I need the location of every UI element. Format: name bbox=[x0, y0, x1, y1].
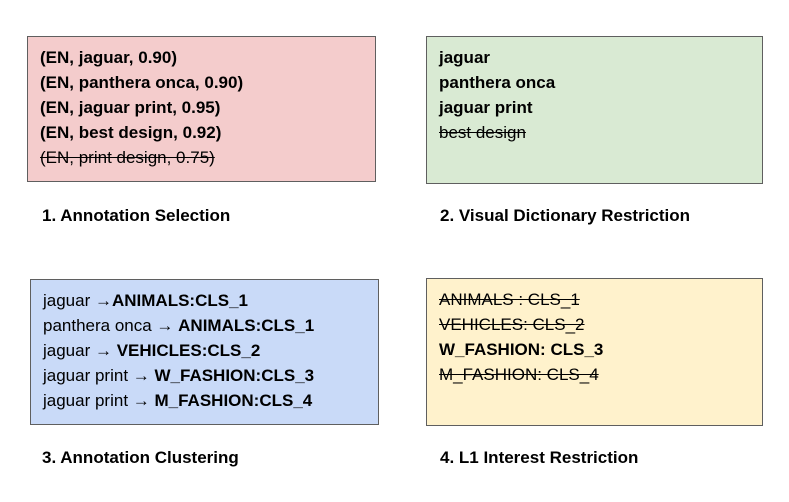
cluster-term: jaguar print → bbox=[43, 391, 155, 410]
cluster-term: panthera onca → bbox=[43, 316, 179, 335]
cluster-term: jaguar print → bbox=[43, 366, 155, 385]
cluster-line: jaguar print → W_FASHION:CLS_3 bbox=[43, 363, 378, 388]
annotation-clustering-caption: 3. Annotation Clustering bbox=[42, 448, 239, 467]
dictionary-term-removed: best design bbox=[439, 123, 526, 142]
cluster-label: ANIMALS:CLS_1 bbox=[111, 291, 248, 310]
cluster-line: panthera onca → ANIMALS:CLS_1 bbox=[43, 313, 378, 338]
l1-interest-caption: 4. L1 Interest Restriction bbox=[440, 448, 639, 467]
interest-cluster-kept: W_FASHION: CLS_3 bbox=[439, 340, 604, 359]
interest-cluster-removed: VEHICLES: CLS_2 bbox=[439, 315, 585, 334]
annotation-line: (EN, best design, 0.92) bbox=[40, 123, 222, 142]
cluster-label: M_FASHION:CLS_4 bbox=[154, 391, 313, 410]
annotation-selection-caption: 1. Annotation Selection bbox=[42, 206, 231, 225]
annotation-line: (EN, panthera onca, 0.90) bbox=[40, 73, 244, 92]
cluster-term: jaguar → bbox=[43, 341, 117, 360]
dictionary-term: panthera onca bbox=[439, 73, 556, 92]
annotation-line: (EN, jaguar print, 0.95) bbox=[40, 98, 221, 117]
dictionary-term: jaguar bbox=[439, 48, 491, 67]
cluster-term: jaguar → bbox=[43, 291, 112, 310]
dictionary-term: jaguar print bbox=[439, 98, 533, 117]
visual-dictionary-box: jaguar panthera onca jaguar print best d… bbox=[426, 36, 763, 184]
cluster-line: jaguar print → M_FASHION:CLS_4 bbox=[43, 388, 378, 413]
cluster-line: jaguar →ANIMALS:CLS_1 bbox=[43, 288, 378, 313]
interest-cluster-removed: M_FASHION: CLS_4 bbox=[439, 365, 599, 384]
cluster-label: ANIMALS:CLS_1 bbox=[178, 316, 315, 335]
annotation-clustering-box: jaguar →ANIMALS:CLS_1 panthera onca → AN… bbox=[30, 279, 379, 425]
l1-interest-box: ANIMALS : CLS_1 VEHICLES: CLS_2 W_FASHIO… bbox=[426, 278, 763, 426]
interest-cluster-removed: ANIMALS : CLS_1 bbox=[439, 290, 580, 309]
annotation-selection-box: (EN, jaguar, 0.90) (EN, panthera onca, 0… bbox=[27, 36, 376, 182]
annotation-line: (EN, jaguar, 0.90) bbox=[40, 48, 177, 67]
cluster-label: VEHICLES:CLS_2 bbox=[116, 341, 261, 360]
cluster-line: jaguar → VEHICLES:CLS_2 bbox=[43, 338, 378, 363]
cluster-label: W_FASHION:CLS_3 bbox=[154, 366, 315, 385]
annotation-line-removed: (EN, print design, 0.75) bbox=[40, 148, 215, 167]
visual-dictionary-caption: 2. Visual Dictionary Restriction bbox=[440, 206, 691, 225]
